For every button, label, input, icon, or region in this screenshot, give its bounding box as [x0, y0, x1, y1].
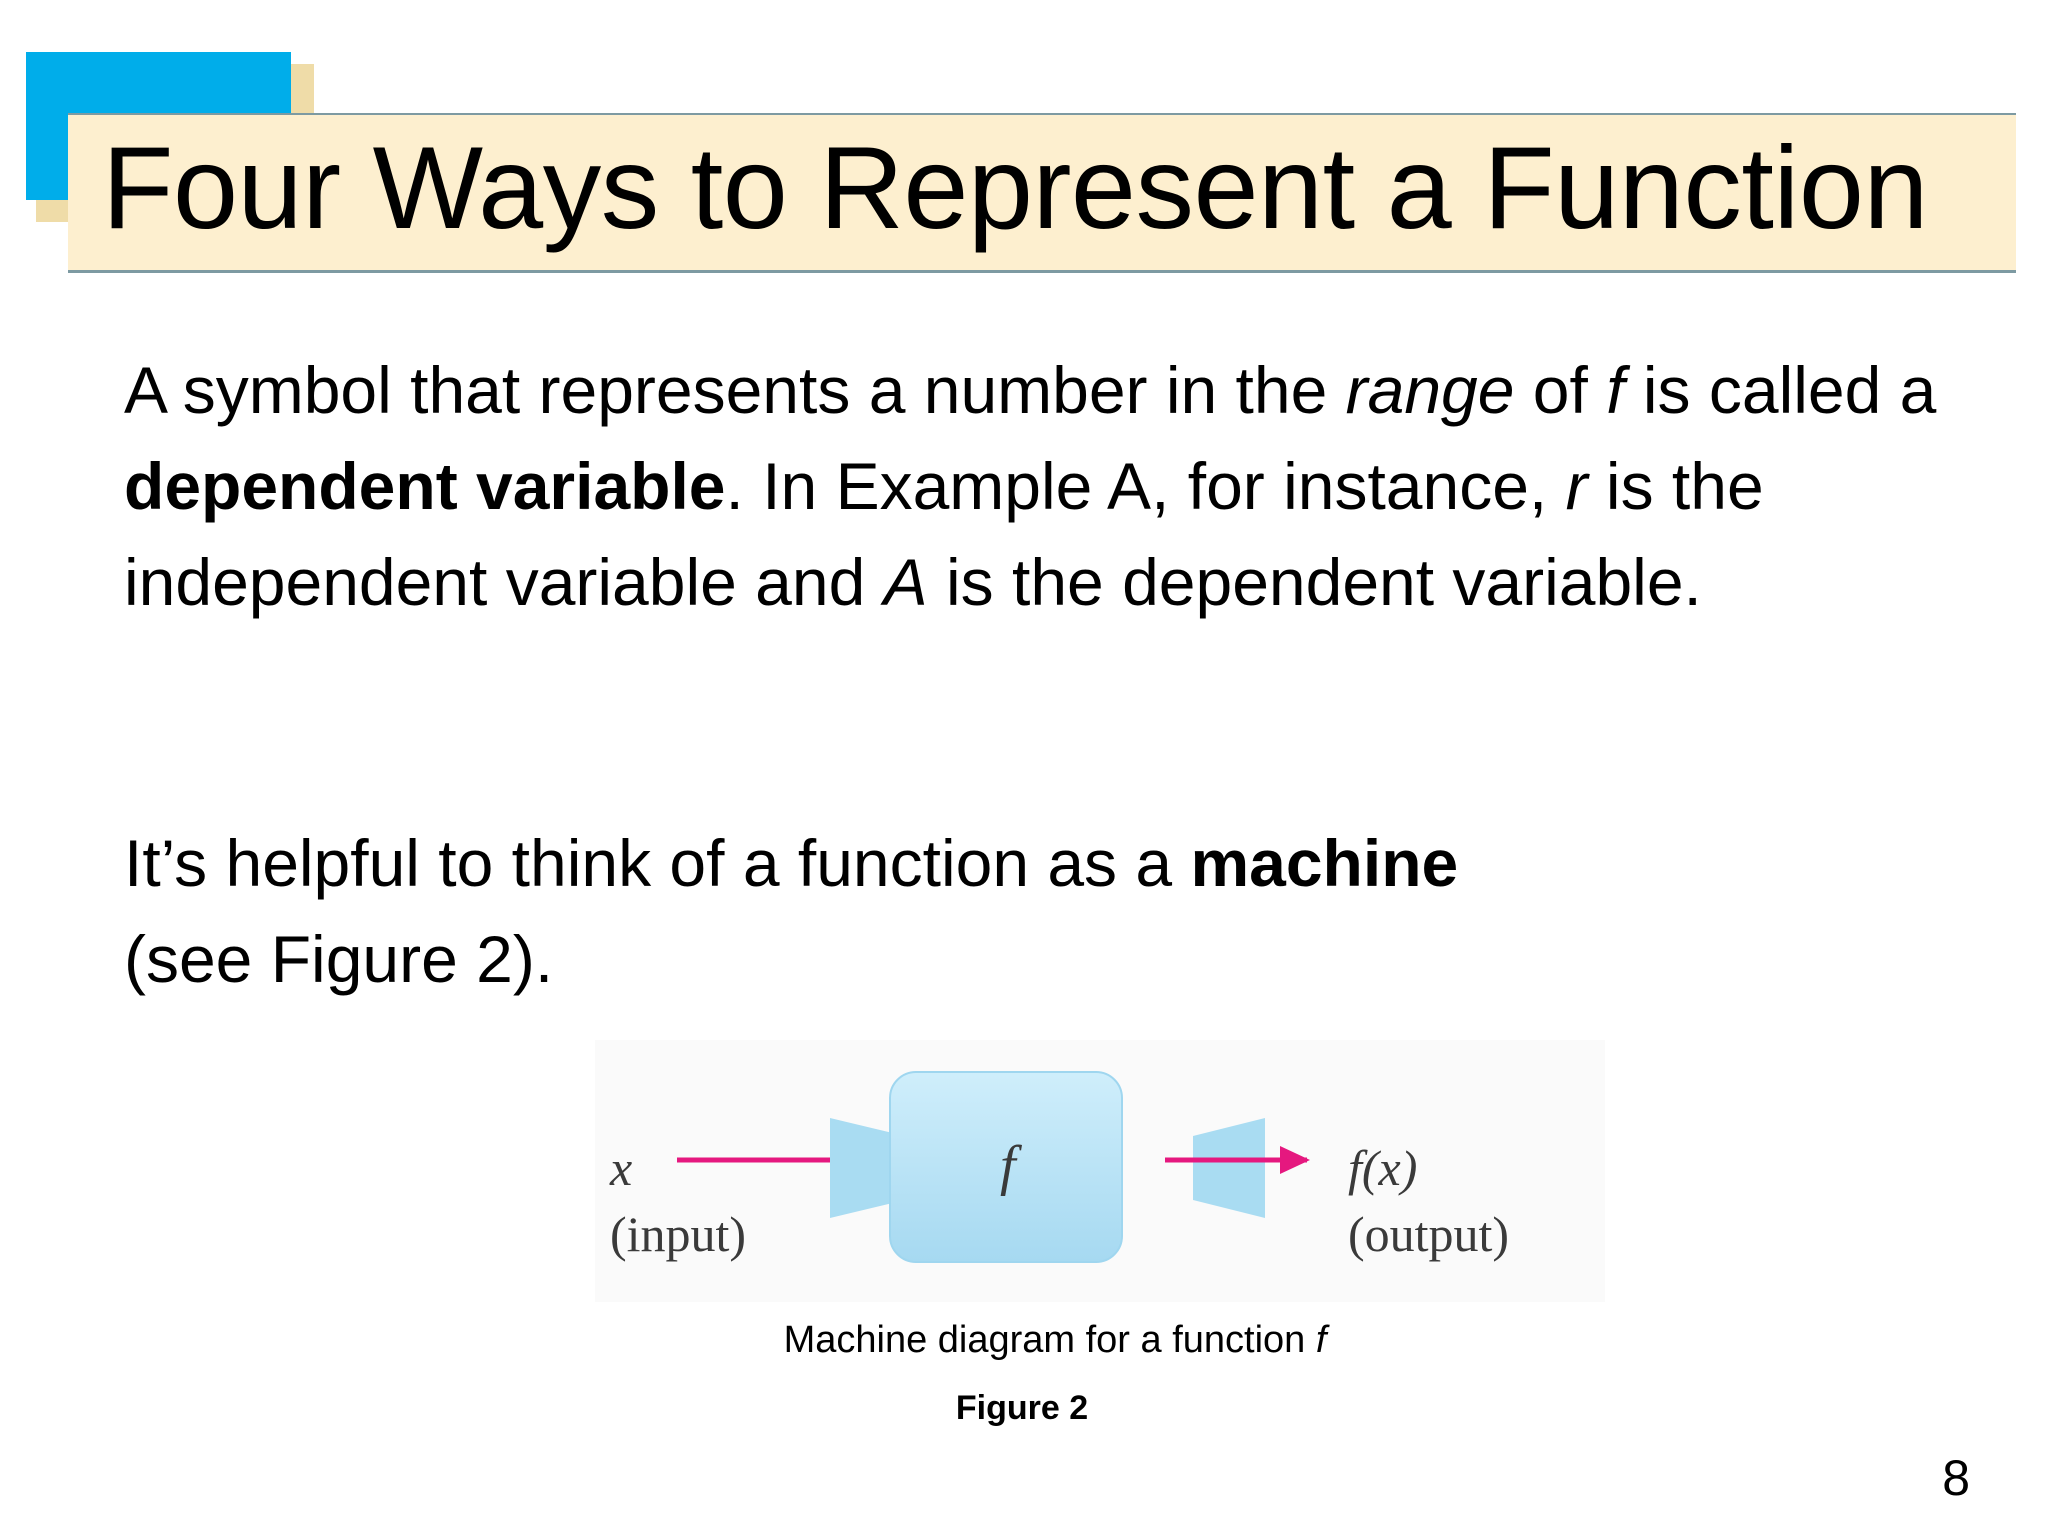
text-segment-italic: f [1606, 353, 1625, 427]
input-variable: x [610, 1140, 633, 1196]
output-label: (output) [1348, 1206, 1510, 1262]
input-label: (input) [610, 1206, 747, 1262]
paragraph-dependent-variable: A symbol that represents a number in the… [124, 342, 1944, 630]
text-segment: is the independent variable and [124, 449, 1764, 619]
slide-title: Four Ways to Represent a Function [102, 122, 1928, 253]
machine-function-label: f [1000, 1135, 1016, 1197]
text-segment: It’s helpful to think of a function as a [124, 826, 1191, 900]
text-segment: (see Figure 2). [124, 922, 554, 996]
text-segment-bold: machine [1190, 826, 1459, 900]
text-segment: A symbol that represents a number in the [124, 353, 1346, 427]
text-segment-italic: range [1345, 353, 1515, 427]
text-segment: . In Example A, for instance, [725, 449, 1566, 523]
text-segment-bold: dependent variable [124, 449, 726, 523]
paragraph-function-machine: It’s helpful to think of a function as a… [124, 815, 1944, 1007]
text-segment: of [1514, 353, 1607, 427]
machine-icon [830, 1071, 1265, 1263]
figure-label: Figure 2 [955, 1389, 1089, 1427]
machine-diagram [677, 1071, 1310, 1263]
page-number: 8 [1942, 1450, 1970, 1506]
output-variable: f(x) [1348, 1140, 1418, 1196]
text-segment-italic: A [883, 545, 928, 619]
title-band [68, 113, 2016, 273]
text-segment: is called a [1624, 353, 1937, 427]
arrow-right-icon [1165, 1146, 1310, 1174]
caption-italic: f [1315, 1319, 1327, 1361]
caption-text: Machine diagram for a function [783, 1319, 1316, 1361]
text-segment: is the dependent variable. [927, 545, 1702, 619]
text-segment-italic: r [1565, 449, 1588, 523]
figure-caption: Machine diagram for a function f [0, 1316, 2048, 1364]
